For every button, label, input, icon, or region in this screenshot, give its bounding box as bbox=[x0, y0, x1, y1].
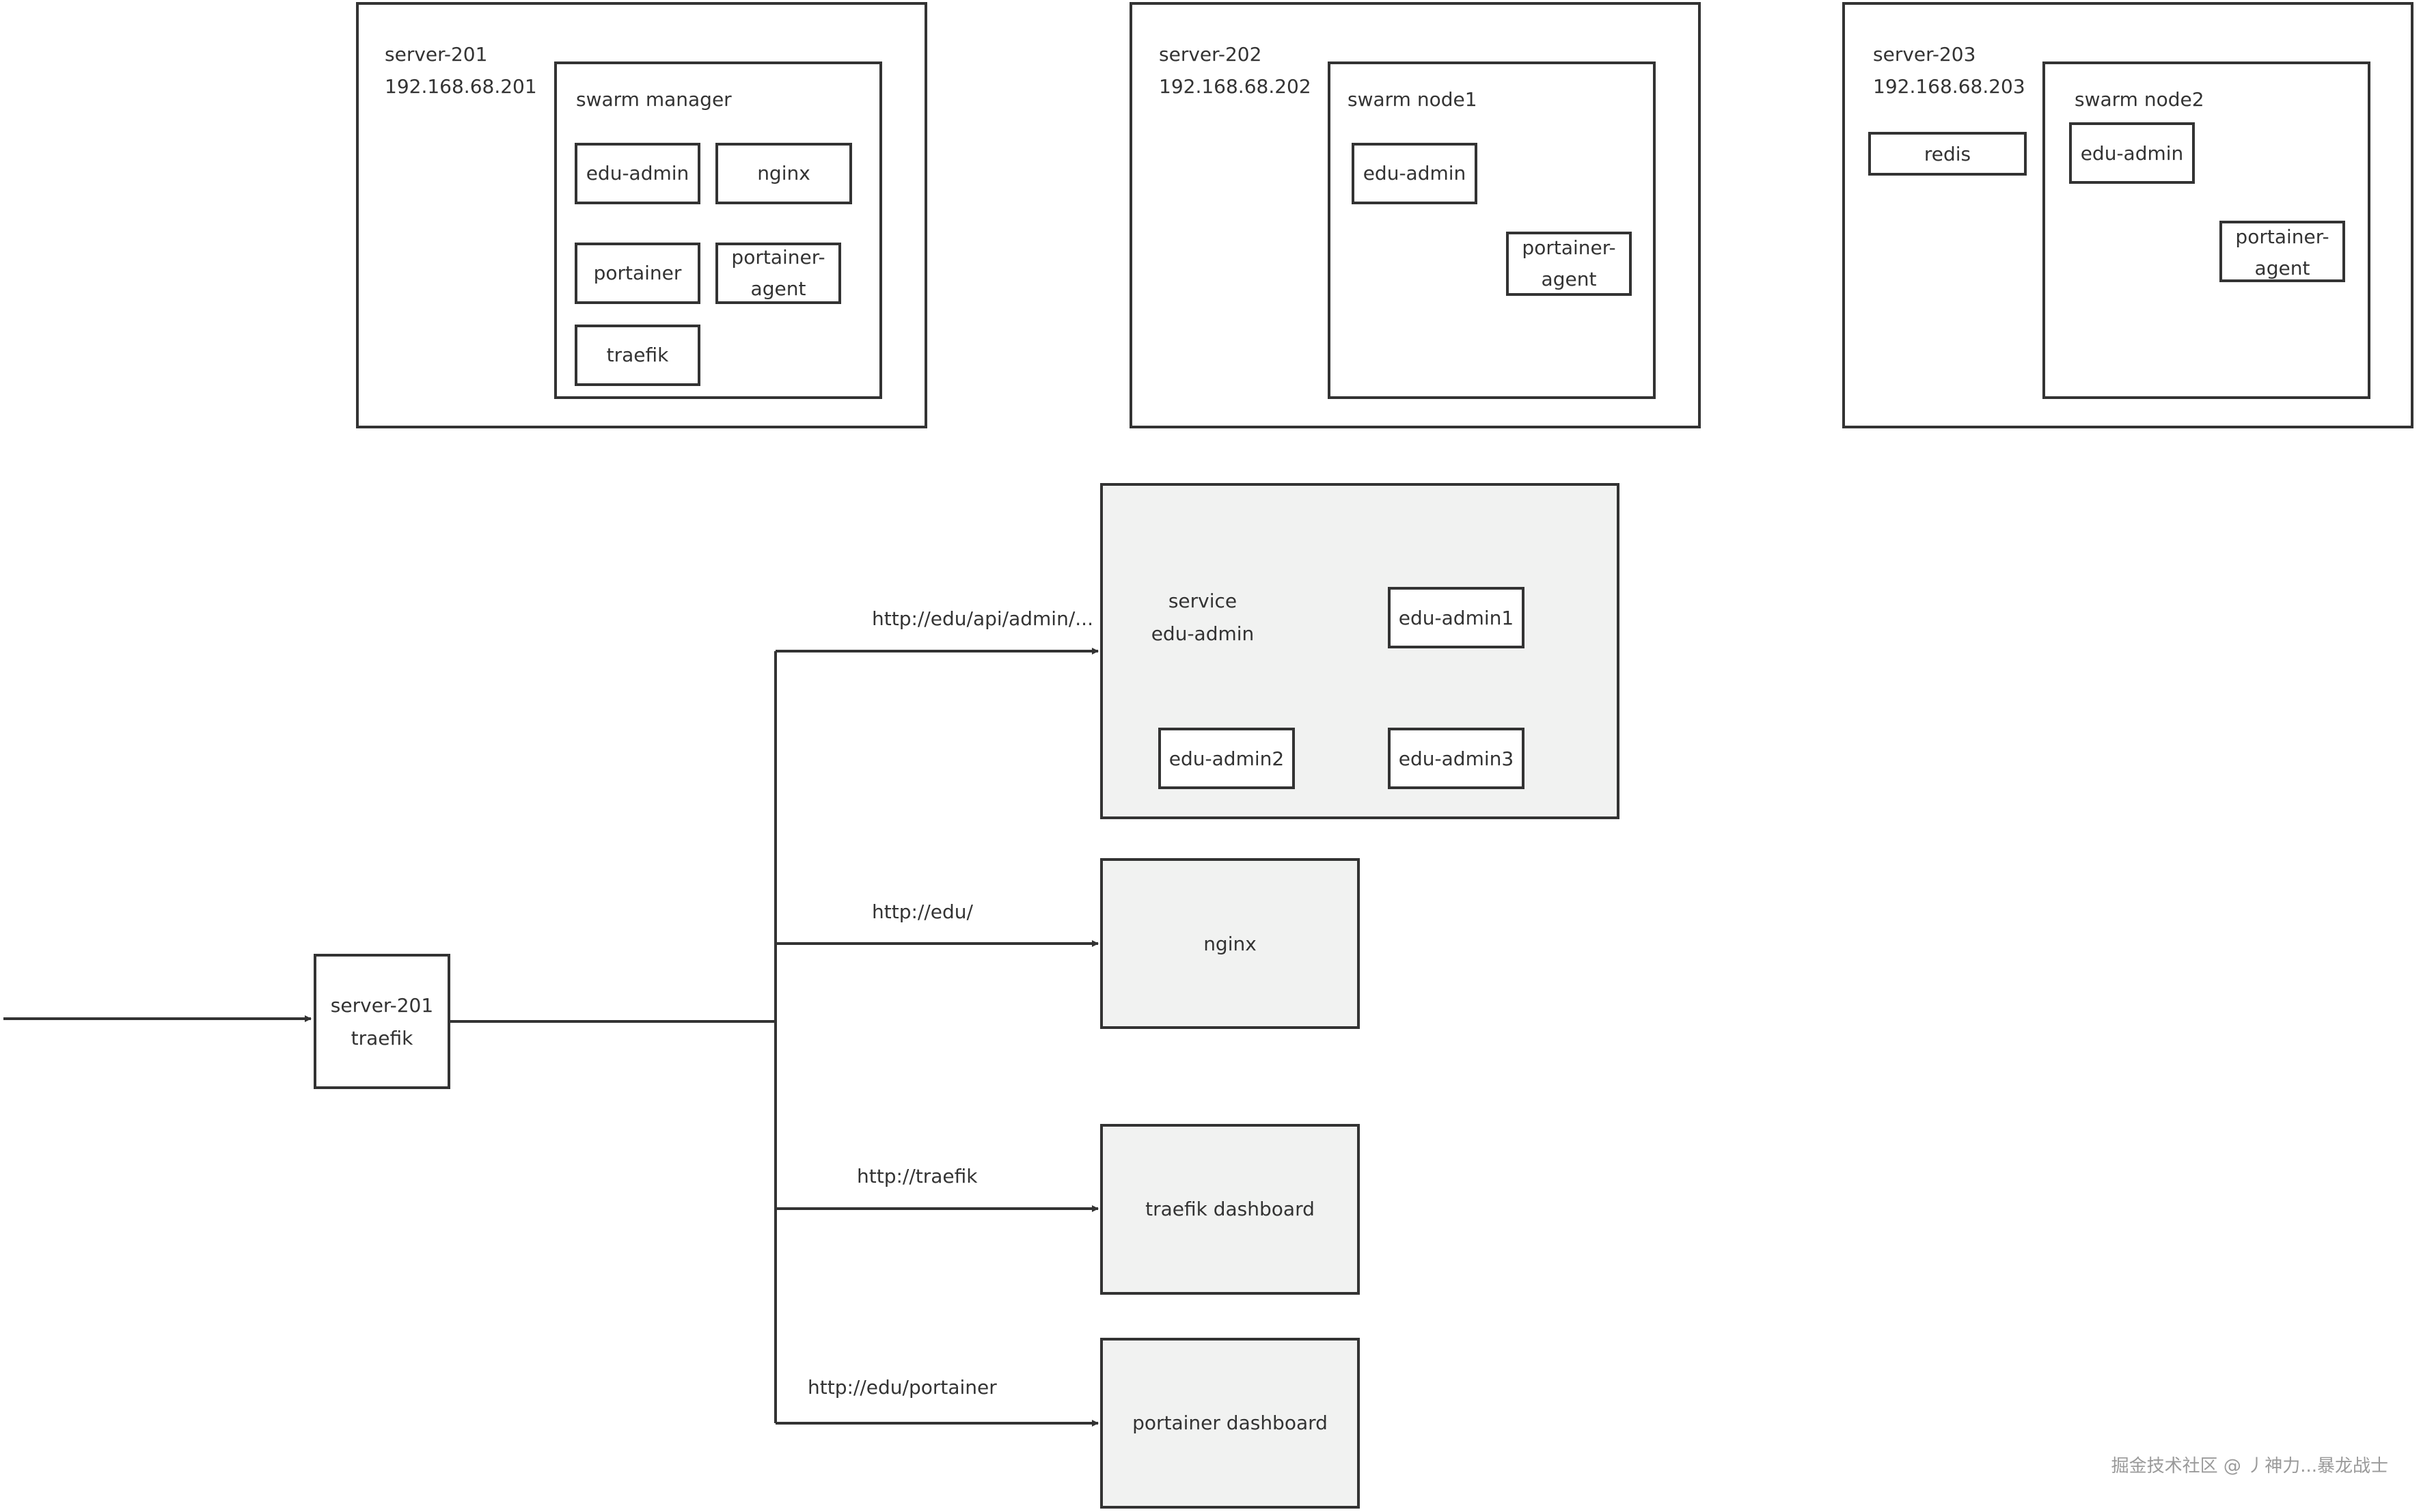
container-portainer-agent bbox=[1506, 232, 1632, 296]
container-edu-admin bbox=[1352, 143, 1477, 204]
container-edu-admin bbox=[2069, 122, 2195, 184]
instance-edu-admin1 bbox=[1388, 587, 1524, 648]
swarm-node1-box bbox=[1328, 61, 1656, 399]
container-label-wrapped: portainer-agent bbox=[1522, 236, 1615, 290]
target-label: nginx bbox=[1203, 933, 1257, 955]
container-traefik bbox=[575, 325, 700, 386]
router-label-line1: server-201 bbox=[331, 994, 433, 1017]
container-label: nginx bbox=[757, 162, 810, 184]
container-portainer-agent bbox=[715, 243, 841, 304]
container-label-wrapped: portainer-agent bbox=[731, 246, 825, 300]
server-201-ip: 192.168.68.201 bbox=[385, 75, 537, 98]
container-label: redis bbox=[1924, 143, 1971, 165]
route-path-label: http://edu/ bbox=[872, 901, 974, 923]
swarm-node2-label: swarm node2 bbox=[2075, 88, 2204, 111]
traefik-router-box bbox=[314, 954, 450, 1089]
instance-edu-admin3 bbox=[1388, 728, 1524, 789]
portainer-dashboard-target-box bbox=[1100, 1338, 1360, 1509]
server-201-group: server-201 192.168.68.201 swarm manager … bbox=[356, 2, 927, 428]
server-203-ip: 192.168.68.203 bbox=[1873, 75, 2025, 98]
container-label: edu-admin bbox=[2081, 142, 2184, 165]
container-label: traefik bbox=[607, 344, 670, 366]
target-label: traefik dashboard bbox=[1145, 1198, 1315, 1220]
instance-label: edu-admin3 bbox=[1399, 747, 1514, 770]
route-path-label: http://edu/portainer bbox=[808, 1376, 997, 1399]
server-202-ip: 192.168.68.202 bbox=[1159, 75, 1311, 98]
instance-label: edu-admin2 bbox=[1169, 747, 1284, 770]
swarm-manager-label: swarm manager bbox=[576, 88, 732, 111]
container-portainer bbox=[575, 243, 700, 304]
server-202-group: server-202 192.168.68.202 swarm node1 ed… bbox=[1130, 2, 1701, 428]
target-label: portainer dashboard bbox=[1132, 1412, 1328, 1434]
server-202-name: server-202 bbox=[1159, 43, 1261, 66]
container-edu-admin bbox=[575, 143, 700, 204]
watermark-text: 掘金技术社区 @ 丿神力...暴龙战士 bbox=[2111, 1456, 2388, 1476]
container-label: portainer bbox=[594, 262, 682, 284]
instance-edu-admin2 bbox=[1158, 728, 1295, 789]
service-label-line1: service bbox=[1168, 590, 1237, 612]
server-201-name: server-201 bbox=[385, 43, 487, 66]
swarm-node1-label: swarm node1 bbox=[1348, 88, 1477, 111]
server-203-name: server-203 bbox=[1873, 43, 1975, 66]
route-path-label: http://edu/api/admin/... bbox=[872, 607, 1093, 630]
traefik-dashboard-target-box bbox=[1100, 1124, 1360, 1295]
container-redis bbox=[1868, 132, 2027, 176]
container-label-wrapped: portainer-agent bbox=[2235, 225, 2329, 279]
route-path-label: http://traefik bbox=[857, 1165, 978, 1187]
instance-label: edu-admin1 bbox=[1399, 607, 1514, 629]
service-label-line2: edu-admin bbox=[1151, 622, 1255, 645]
nginx-target-box bbox=[1100, 858, 1360, 1029]
container-nginx bbox=[715, 143, 852, 204]
server-203-group: server-203 192.168.68.203 redis swarm no… bbox=[1842, 2, 2413, 428]
container-label: edu-admin bbox=[586, 162, 689, 184]
router-label-line2: traefik bbox=[351, 1027, 414, 1049]
container-label: edu-admin bbox=[1363, 162, 1466, 184]
container-portainer-agent bbox=[2219, 221, 2345, 282]
